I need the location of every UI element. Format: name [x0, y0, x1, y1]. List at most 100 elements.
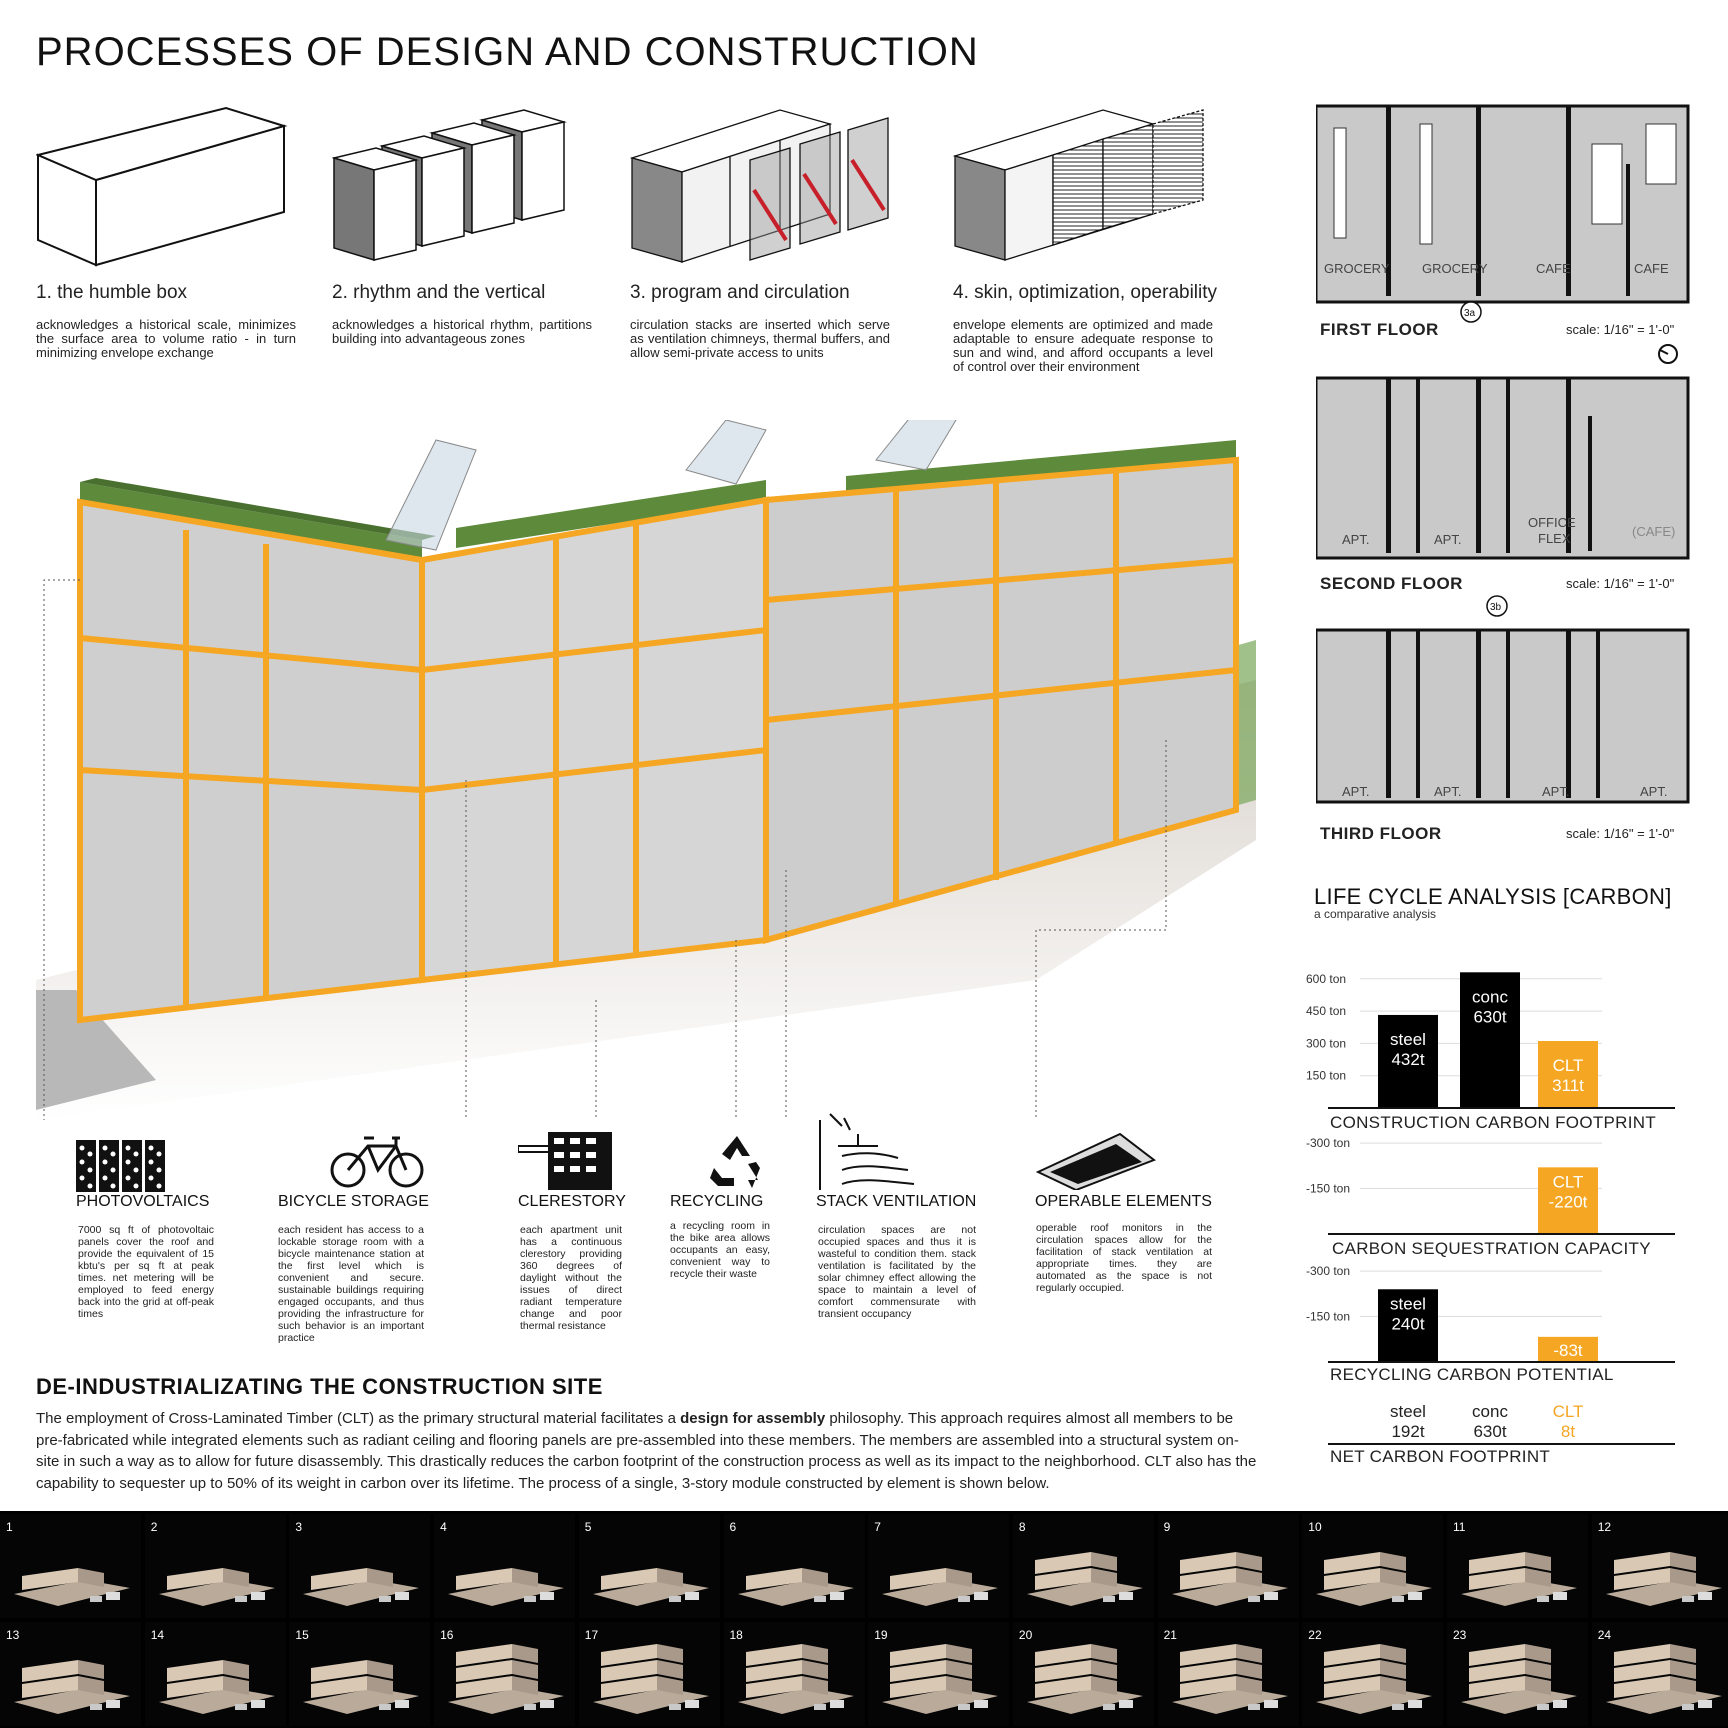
deind-body-text: The employment of Cross-Laminated Timber…	[36, 1410, 681, 1427]
room-label: APT.	[1434, 532, 1461, 547]
room-label: APT.	[1342, 532, 1369, 547]
step-4: 4. skin, optimization, operability envel…	[953, 100, 1217, 374]
bar-value-label: -83t	[1553, 1341, 1583, 1360]
room-label: APT.	[1640, 784, 1667, 799]
rhythm-vertical-diagram	[332, 109, 567, 262]
model-sketch	[1605, 1644, 1722, 1714]
chart-title: CONSTRUCTION CARBON FOOTPRINT	[1330, 1113, 1656, 1132]
chart-title: RECYCLING CARBON POTENTIAL	[1330, 1365, 1614, 1384]
y-tick-label: -300 ton	[1306, 1136, 1350, 1150]
frame-number: 10	[1308, 1520, 1322, 1534]
frame-number: 5	[584, 1520, 592, 1534]
lca-subtitle: a comparative analysis	[1314, 907, 1437, 921]
sequence-frame: 18	[723, 1622, 865, 1726]
section-marker-3b: 3b	[1486, 595, 1508, 617]
sequence-frame: 16	[434, 1622, 576, 1726]
model-sketch	[737, 1644, 854, 1714]
bar-CLT	[1538, 1336, 1598, 1362]
sequence-frame: 11	[1447, 1514, 1588, 1618]
clerestory-glass	[385, 439, 477, 551]
section-marker-label: 3a	[1464, 308, 1476, 319]
floor-plates	[79, 470, 1237, 1005]
model-sketch	[1461, 1552, 1577, 1606]
bar-category-label: conc	[1472, 987, 1508, 1006]
model-sketch	[158, 1660, 275, 1714]
clerestory-icon	[518, 1132, 612, 1190]
sequence-frame: 6	[723, 1514, 865, 1618]
feature-desc-operable-elements: operable roof monitors in the circulatio…	[1036, 1222, 1212, 1294]
building-section-perspective	[36, 420, 1256, 1120]
frame-number: 19	[874, 1628, 888, 1642]
module-1	[77, 498, 425, 1024]
frame-number: 9	[1163, 1520, 1171, 1534]
green-roof-2	[456, 480, 766, 548]
sequence-frame: 15	[289, 1622, 431, 1726]
bar-value-label: 240t	[1391, 1314, 1424, 1333]
room-label: GROCERY	[1324, 261, 1390, 276]
lca-title: LIFE CYCLE ANALYSIS [CARBON]	[1314, 884, 1672, 909]
y-tick-label: -150 ton	[1306, 1182, 1350, 1196]
sequence-frame: 5	[578, 1514, 720, 1618]
step-title: 2. rhythm and the vertical	[332, 282, 546, 303]
y-tick-label: 150 ton	[1306, 1069, 1346, 1083]
feature-title-bicycle-storage: BICYCLE STORAGE	[278, 1193, 429, 1210]
model-sketch	[882, 1568, 999, 1606]
model-sketch	[14, 1660, 130, 1714]
bar-category-label: steel	[1390, 1294, 1426, 1313]
model-sketch	[448, 1568, 565, 1606]
step-title: 1. the humble box	[36, 282, 188, 303]
humble-box-diagram	[36, 106, 288, 267]
y-tick-label: -300 ton	[1306, 1264, 1350, 1278]
model-sketch	[303, 1660, 420, 1714]
room-label: (CAFE)	[1632, 524, 1675, 539]
frame-number: 14	[150, 1628, 165, 1642]
y-tick-label: 450 ton	[1306, 1004, 1346, 1018]
model-sketch	[592, 1568, 709, 1606]
sequence-frame: 21	[1157, 1622, 1299, 1726]
model-sketch	[1026, 1552, 1143, 1606]
bar-value-label: -220t	[1549, 1192, 1588, 1211]
feature-desc-stack-ventilation: circulation spaces are not occupied spac…	[818, 1224, 976, 1320]
floor-scale-first: scale: 1/16" = 1'-0"	[1566, 322, 1675, 337]
sequence-frame: 4	[434, 1514, 576, 1618]
feature-title-clerestory: CLERESTORY	[518, 1193, 626, 1210]
sequence-frame: 1	[0, 1514, 141, 1618]
operable-elements-icon	[1036, 1132, 1156, 1190]
deind-body: The employment of Cross-Laminated Timber…	[36, 1408, 1262, 1494]
green-roof-1	[80, 482, 422, 560]
y-tick-label: 300 ton	[1306, 1036, 1346, 1050]
bar-value-label: 630t	[1473, 1007, 1506, 1026]
frame-number: 2	[150, 1520, 158, 1534]
bar-value-label: 432t	[1391, 1050, 1424, 1069]
bar-category-label: CLT	[1553, 1056, 1584, 1075]
frame-number: 23	[1453, 1628, 1467, 1642]
sequence-frame: 9	[1157, 1514, 1299, 1618]
bar-CLT	[1538, 1041, 1598, 1108]
frame-number: 24	[1597, 1628, 1612, 1642]
step-desc: envelope elements are optimized and made…	[953, 317, 1213, 374]
bar-value-label: 311t	[1552, 1076, 1584, 1095]
sequence-frame: 2	[144, 1514, 286, 1618]
frame-number: 3	[295, 1520, 303, 1534]
bar-category-label: steel	[1390, 1030, 1426, 1049]
y-tick-label: -150 ton	[1306, 1310, 1350, 1324]
chart-title: NET CARBON FOOTPRINT	[1330, 1447, 1550, 1466]
room-label: APT.	[1542, 784, 1569, 799]
sequence-frame: 24	[1591, 1622, 1728, 1726]
page-title: PROCESSES OF DESIGN AND CONSTRUCTION	[36, 30, 979, 74]
deind-body-bold: design for assembly	[680, 1410, 826, 1427]
bar-steel	[1378, 1289, 1438, 1362]
model-sketch	[1316, 1552, 1433, 1606]
frame-number: 7	[874, 1520, 881, 1534]
frame-number: 4	[440, 1520, 447, 1534]
sequence-frame: 10	[1302, 1514, 1444, 1618]
step-desc: acknowledges a historical rhythm, partit…	[332, 317, 592, 346]
step-title: 3. program and circulation	[630, 282, 850, 303]
room-label: FLEX	[1538, 531, 1571, 546]
model-sketch	[592, 1644, 709, 1714]
feature-desc-photovoltaics: 7000 sq ft of photovoltaic panels cover …	[78, 1224, 214, 1320]
first-floor-plan: GROCERY GROCERY CAFE CAFE	[1316, 104, 1690, 304]
frame-number: 22	[1308, 1628, 1322, 1642]
net-category-label: conc	[1472, 1402, 1508, 1421]
